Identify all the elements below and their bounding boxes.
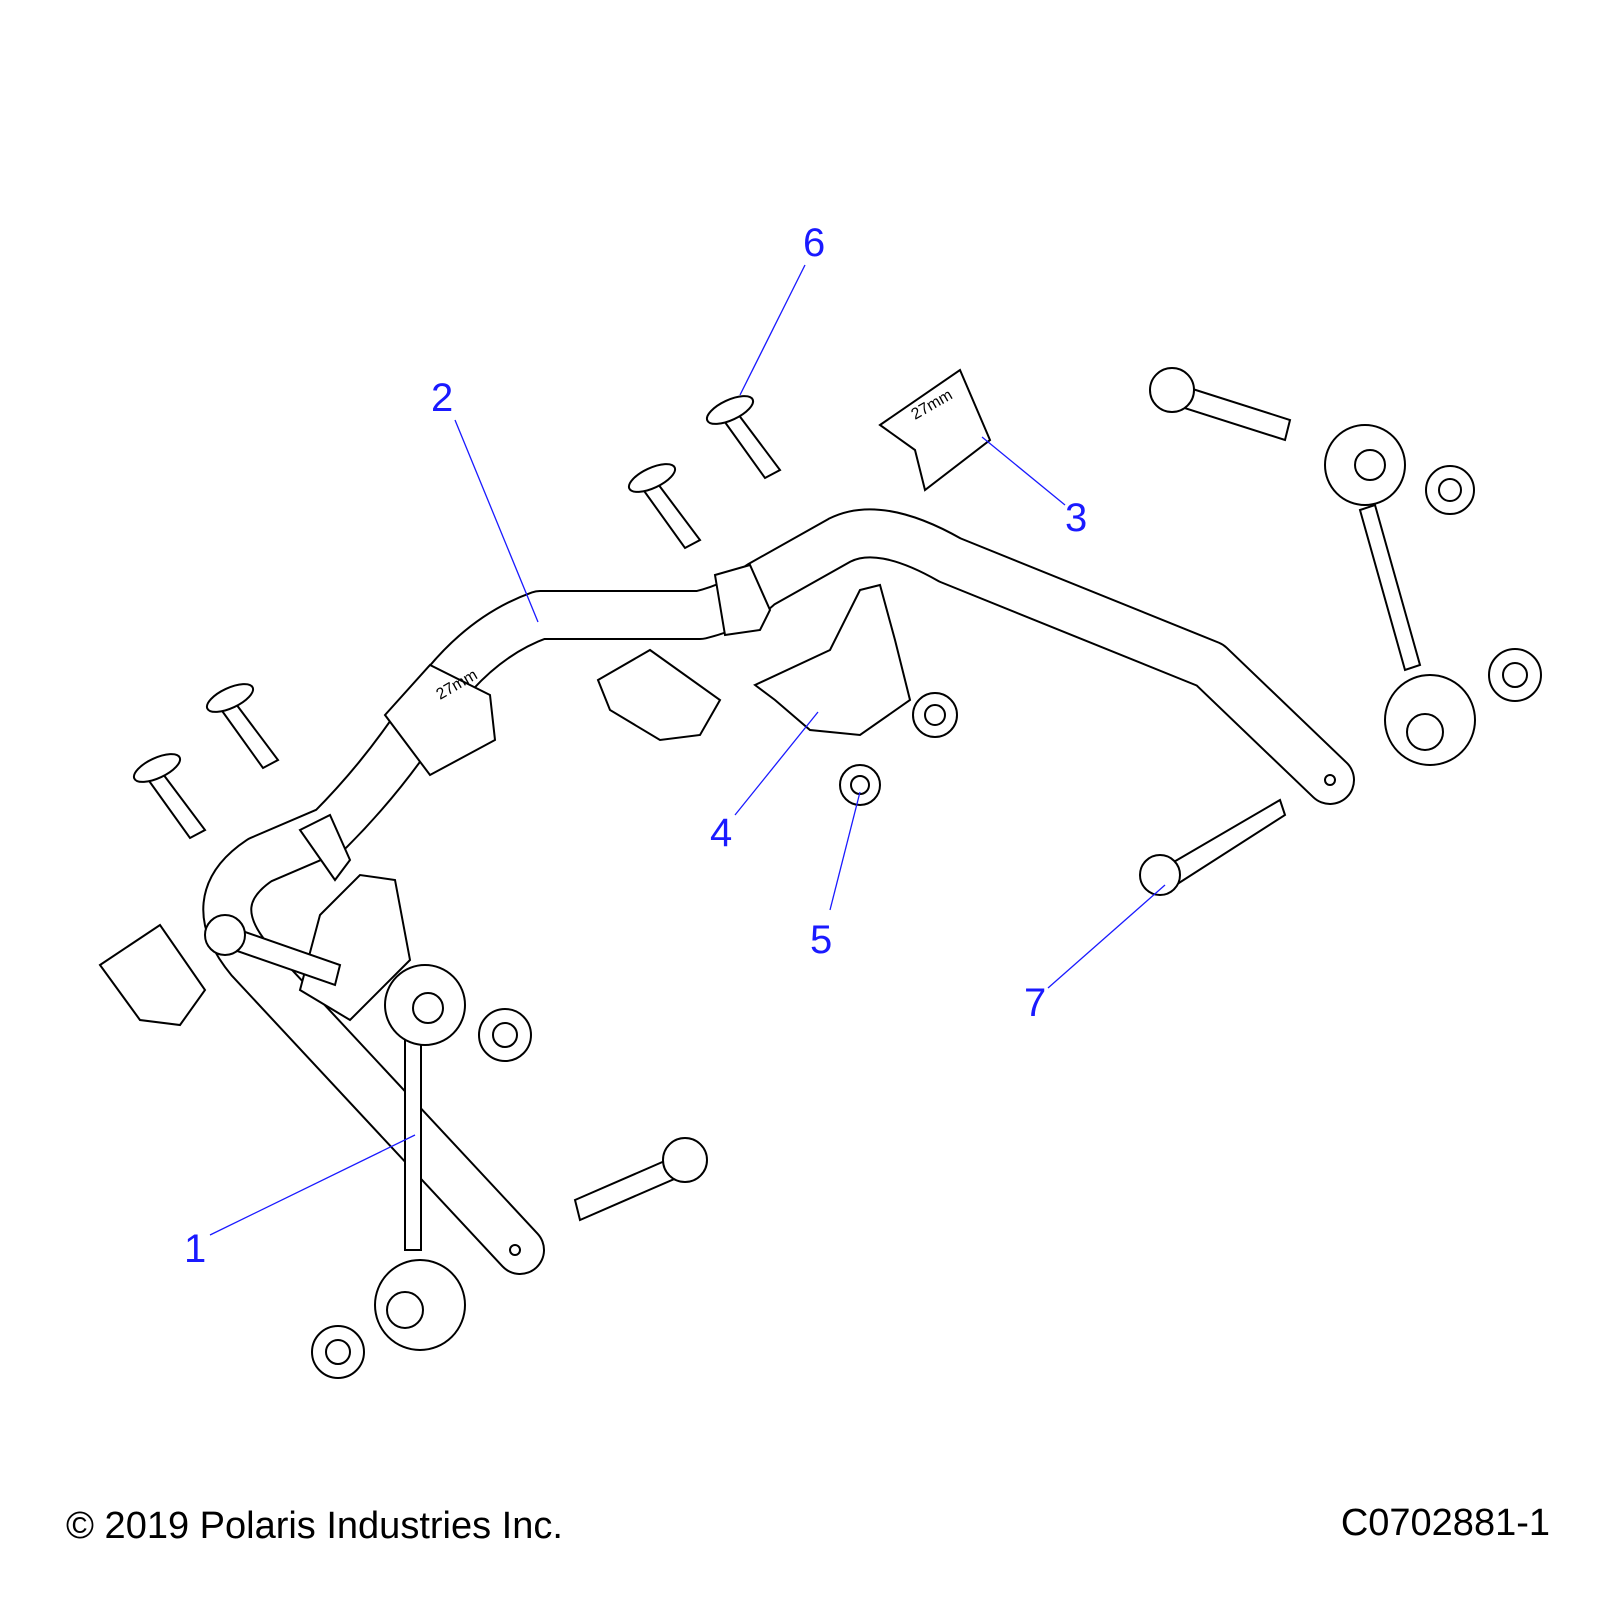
bar-collar (298, 813, 352, 882)
bolt (573, 1137, 708, 1222)
clamp (298, 873, 412, 1022)
callout-7: 7 (1024, 981, 1046, 1025)
bolt (204, 914, 342, 987)
leader-line-6 (739, 264, 806, 396)
callout-2: 2 (431, 376, 453, 420)
bolt-6 (627, 463, 702, 550)
part-code: C0702881-1 (1340, 1502, 1550, 1544)
callout-3: 3 (1065, 496, 1087, 540)
bolt-6 (132, 753, 207, 840)
bar-bushing-27mm: 27mm (383, 663, 497, 777)
callout-4: 4 (710, 811, 732, 855)
callout-1: 1 (184, 1227, 206, 1271)
leader-line-7 (1047, 884, 1166, 989)
nut-5 (839, 764, 881, 806)
end-link-1 (374, 964, 466, 1351)
bolt-6 (705, 395, 782, 480)
nut (1488, 648, 1542, 702)
bolt (1149, 367, 1292, 442)
leader-line-1 (209, 1134, 416, 1236)
nut (311, 1325, 365, 1379)
clamp (596, 648, 722, 742)
leader-line-5 (829, 791, 861, 911)
end-link (1324, 424, 1476, 766)
bracket-4 (753, 583, 912, 737)
bolt-6 (205, 683, 280, 770)
leader-line-2 (454, 419, 539, 623)
nut (1425, 465, 1475, 515)
leader-line-3 (981, 436, 1066, 506)
copyright-text: © 2019 Polaris Industries Inc. (66, 1505, 563, 1547)
sway-bar (202, 508, 1355, 1275)
bushing-3: 27mm (878, 368, 992, 492)
callout-5: 5 (810, 918, 832, 962)
callout-6: 6 (803, 221, 825, 265)
nut (912, 692, 958, 738)
clamp (98, 923, 207, 1027)
leader-line-4 (734, 711, 819, 816)
bar-collar (713, 563, 772, 637)
bolt-7 (1139, 798, 1287, 896)
nut (478, 1008, 532, 1062)
